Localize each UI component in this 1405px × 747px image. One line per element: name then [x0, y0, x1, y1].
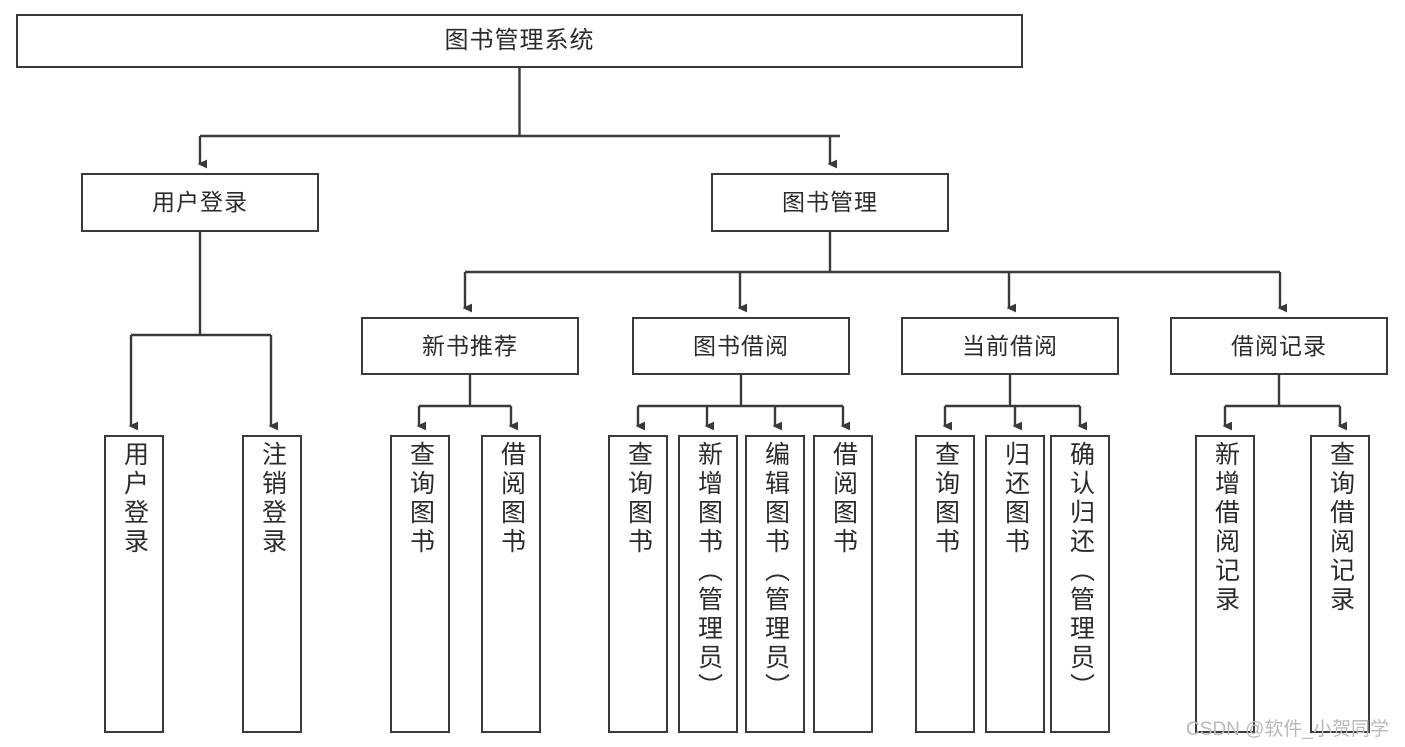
node-leaf-confirm-return[interactable]: 确认归还（管理员） [1050, 435, 1110, 733]
node-leaf-query-borrow-record-label: 查询借阅记录 [1326, 441, 1355, 615]
node-leaf-add-borrow-record-label: 新增借阅记录 [1211, 441, 1240, 615]
node-leaf-add-borrow-record[interactable]: 新增借阅记录 [1195, 435, 1255, 733]
node-root-label: 图书管理系统 [444, 27, 595, 54]
node-leaf-query-book-3[interactable]: 查询图书 [915, 435, 975, 733]
node-borrow-record-label: 借阅记录 [1231, 332, 1327, 359]
node-leaf-edit-book[interactable]: 编辑图书（管理员） [745, 435, 805, 733]
node-leaf-borrow-book-2[interactable]: 借阅图书 [813, 435, 873, 733]
node-borrow-record[interactable]: 借阅记录 [1170, 317, 1388, 375]
node-user-login[interactable]: 用户登录 [81, 173, 319, 232]
watermark-text: CSDN @软件_小贺同学 [1186, 719, 1389, 740]
node-book-manage[interactable]: 图书管理 [711, 173, 949, 232]
node-leaf-query-book-1[interactable]: 查询图书 [390, 435, 450, 733]
node-leaf-query-borrow-record[interactable]: 查询借阅记录 [1310, 435, 1370, 733]
node-leaf-return-book-label: 归还图书 [1001, 441, 1030, 557]
node-book-borrow[interactable]: 图书借阅 [632, 317, 850, 375]
node-new-book-recommend[interactable]: 新书推荐 [361, 317, 579, 375]
node-leaf-query-book-3-label: 查询图书 [931, 441, 960, 557]
node-leaf-query-book-2-label: 查询图书 [624, 441, 653, 557]
node-leaf-query-book-2[interactable]: 查询图书 [608, 435, 668, 733]
node-leaf-borrow-book-1[interactable]: 借阅图书 [481, 435, 541, 733]
node-leaf-add-book[interactable]: 新增图书（管理员） [678, 435, 738, 733]
node-book-borrow-label: 图书借阅 [693, 332, 789, 359]
node-leaf-borrow-book-1-label: 借阅图书 [497, 441, 526, 557]
node-leaf-borrow-book-2-label: 借阅图书 [829, 441, 858, 557]
node-leaf-user-login-label: 用户登录 [120, 441, 149, 557]
node-leaf-query-book-1-label: 查询图书 [406, 441, 435, 557]
node-leaf-user-logout-label: 注销登录 [258, 441, 287, 557]
node-leaf-user-login[interactable]: 用户登录 [104, 435, 164, 733]
node-current-borrow-label: 当前借阅 [962, 332, 1058, 359]
node-current-borrow[interactable]: 当前借阅 [901, 317, 1119, 375]
node-leaf-return-book[interactable]: 归还图书 [985, 435, 1045, 733]
node-leaf-user-logout[interactable]: 注销登录 [242, 435, 302, 733]
node-leaf-edit-book-label: 编辑图书（管理员） [761, 441, 790, 702]
node-new-book-recommend-label: 新书推荐 [422, 332, 518, 359]
node-root[interactable]: 图书管理系统 [16, 14, 1023, 68]
node-user-login-label: 用户登录 [152, 189, 248, 216]
node-book-manage-label: 图书管理 [782, 189, 878, 216]
node-leaf-confirm-return-label: 确认归还（管理员） [1066, 441, 1095, 702]
node-leaf-add-book-label: 新增图书（管理员） [694, 441, 723, 702]
